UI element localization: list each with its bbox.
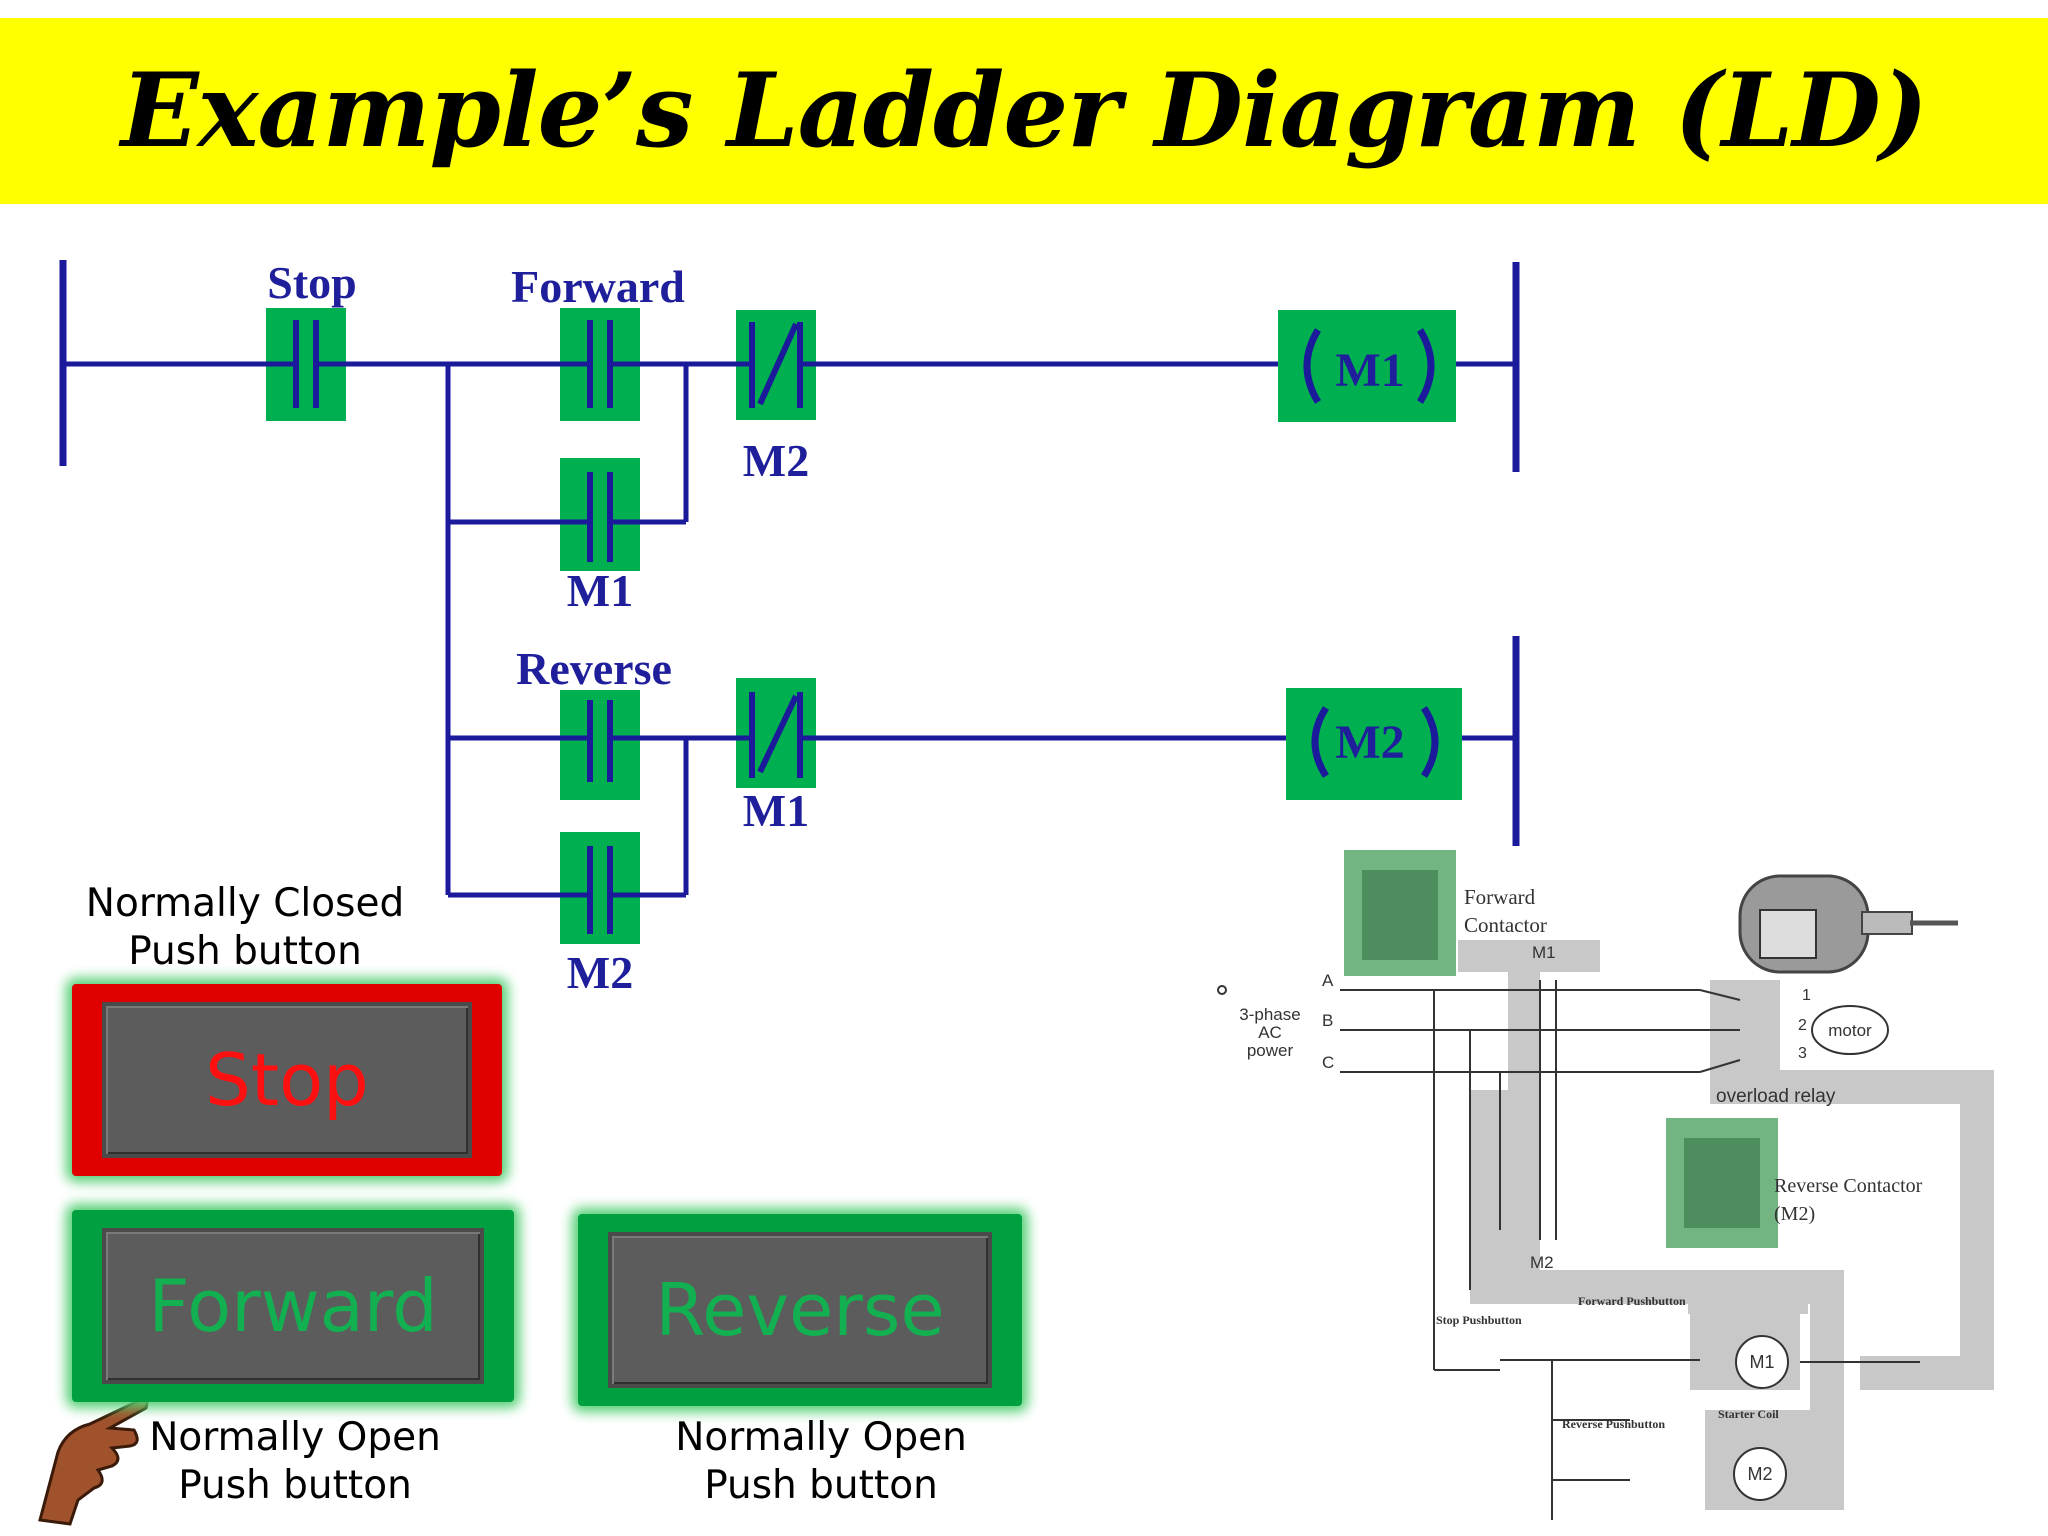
nc-caption-line2: Push button <box>128 929 362 974</box>
no-caption-forward-line1: Normally Open <box>149 1415 441 1460</box>
page-title: Example’s Ladder Diagram (LD) <box>120 51 1928 171</box>
phase-a-label: A <box>1322 971 1334 990</box>
forward-button-label: Forward <box>148 1264 438 1348</box>
stop-contact <box>266 308 346 421</box>
m2-seal-contact <box>560 832 640 944</box>
m1-coil <box>1278 310 1456 422</box>
m1-coil-label: M1 <box>1335 344 1404 397</box>
m1-seal-contact <box>560 458 640 571</box>
m2-interlock-label: M2 <box>743 435 809 486</box>
no-caption-reverse-line2: Push button <box>704 1463 938 1508</box>
coil-m2-label: M2 <box>1747 1464 1772 1484</box>
forward-contactor-label-2: Contactor <box>1464 913 1547 937</box>
title-banner: Example’s Ladder Diagram (LD) <box>0 18 2048 204</box>
stop-pushbutton-label: Stop Pushbutton <box>1436 1313 1522 1327</box>
overload-relay-label: overload relay <box>1716 1086 1836 1107</box>
forward-contact-label: Forward <box>511 261 685 312</box>
wiring-diagram: Forward Contactor M1 M2 A B C 3-phase AC… <box>1217 850 1994 1520</box>
m2-coil-label: M2 <box>1335 716 1404 769</box>
m2-interlock-contact <box>736 310 816 420</box>
reverse-contact <box>560 690 640 800</box>
phase-b-label: B <box>1322 1011 1333 1030</box>
motor-label: motor <box>1828 1021 1872 1040</box>
stop-button-label: Stop <box>205 1038 369 1122</box>
power-label-1: 3-phase <box>1239 1005 1300 1024</box>
power-label-3: power <box>1247 1041 1294 1060</box>
wiring-m2-label: M2 <box>1530 1253 1554 1272</box>
reverse-contactor-label-2: (M2) <box>1774 1203 1815 1225</box>
m2-seal-label: M2 <box>567 947 633 998</box>
no-caption-forward-line2: Push button <box>178 1463 412 1508</box>
terminal-2-label: 2 <box>1798 1017 1807 1034</box>
coil-m1-label: M1 <box>1749 1352 1774 1372</box>
reverse-contact-label: Reverse <box>516 643 672 694</box>
forward-pushbutton-label: Forward Pushbutton <box>1578 1294 1686 1308</box>
starter-coil-label: Starter Coil <box>1718 1407 1779 1421</box>
power-label-2: AC <box>1258 1023 1282 1042</box>
reverse-contactor-label-1: Reverse Contactor <box>1774 1175 1923 1197</box>
nc-caption: Normally Closed Push button <box>70 880 420 976</box>
m1-interlock-label: M1 <box>743 785 809 836</box>
terminal-3-label: 3 <box>1798 1045 1807 1062</box>
terminal-1-label: 1 <box>1802 987 1811 1004</box>
motor-image <box>1738 874 1958 974</box>
forward-contact <box>560 308 640 421</box>
stop-contact-label: Stop <box>267 257 356 308</box>
stop-button[interactable]: Stop <box>72 984 502 1176</box>
wiring-m1-label: M1 <box>1532 943 1556 962</box>
reverse-pushbutton-label: Reverse Pushbutton <box>1562 1417 1665 1431</box>
forward-contactor-label-1: Forward <box>1464 885 1536 909</box>
m1-seal-label: M1 <box>567 565 633 616</box>
nc-caption-line1: Normally Closed <box>85 881 405 926</box>
reverse-button-label: Reverse <box>655 1268 945 1352</box>
no-caption-reverse: Normally Open Push button <box>646 1414 996 1510</box>
forward-button[interactable]: Forward <box>72 1210 514 1402</box>
phase-c-label: C <box>1322 1053 1334 1072</box>
no-caption-forward: Normally Open Push button <box>120 1414 470 1510</box>
pointing-hand-icon <box>38 1396 149 1526</box>
m1-interlock-contact <box>736 678 816 788</box>
no-caption-reverse-line1: Normally Open <box>675 1415 967 1460</box>
reverse-button[interactable]: Reverse <box>578 1214 1022 1406</box>
m2-coil <box>1286 688 1462 800</box>
